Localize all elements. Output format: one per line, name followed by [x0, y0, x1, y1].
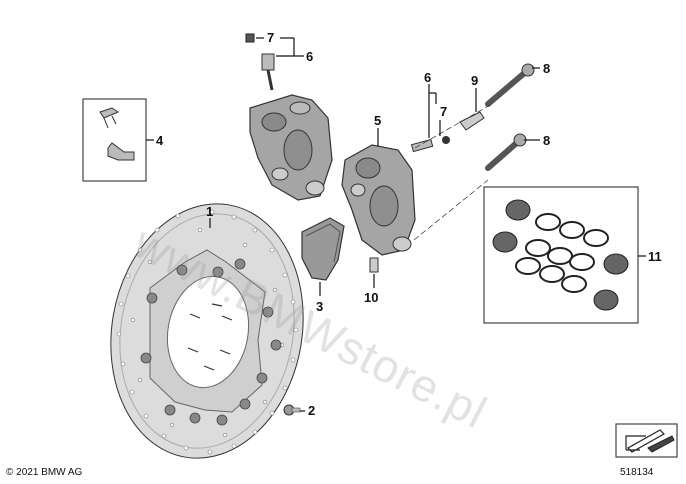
brake-disc — [110, 203, 304, 459]
callout-4: 4 — [156, 133, 164, 148]
callout-6-top: 6 — [306, 49, 313, 64]
pad-pin — [459, 111, 485, 131]
callout-8-upper: 8 — [543, 61, 550, 76]
caliper-bolt-lower — [485, 133, 527, 171]
caliper-inner-half — [341, 144, 416, 256]
callout-2: 2 — [308, 403, 315, 418]
callout-8-lower: 8 — [543, 133, 550, 148]
direction-arrow-icon — [615, 423, 678, 458]
seal-kit-group — [483, 186, 639, 324]
copyright-text: © 2021 BMW AG — [6, 467, 83, 478]
callout-5: 5 — [374, 113, 381, 128]
callout-3: 3 — [316, 299, 323, 314]
brake-pad — [301, 217, 345, 281]
leader-lines — [146, 37, 646, 412]
callout-9: 9 — [471, 73, 478, 88]
caliper-bolt-upper — [485, 63, 535, 107]
bleeder-valve-top — [245, 33, 275, 91]
callout-6-side: 6 — [424, 70, 431, 85]
callout-7-top: 7 — [267, 30, 274, 45]
disc-bolt — [283, 404, 301, 416]
caliper-outer-half — [249, 94, 333, 201]
retaining-pin — [369, 257, 379, 273]
pad-spring-group — [82, 98, 147, 182]
bleeder-valve-side — [410, 136, 450, 153]
callout-7-side: 7 — [440, 104, 447, 119]
diagram-reference-number: 518134 — [620, 467, 654, 478]
callout-1: 1 — [206, 204, 213, 219]
callout-10: 10 — [364, 290, 378, 305]
callout-11: 11 — [648, 249, 662, 264]
